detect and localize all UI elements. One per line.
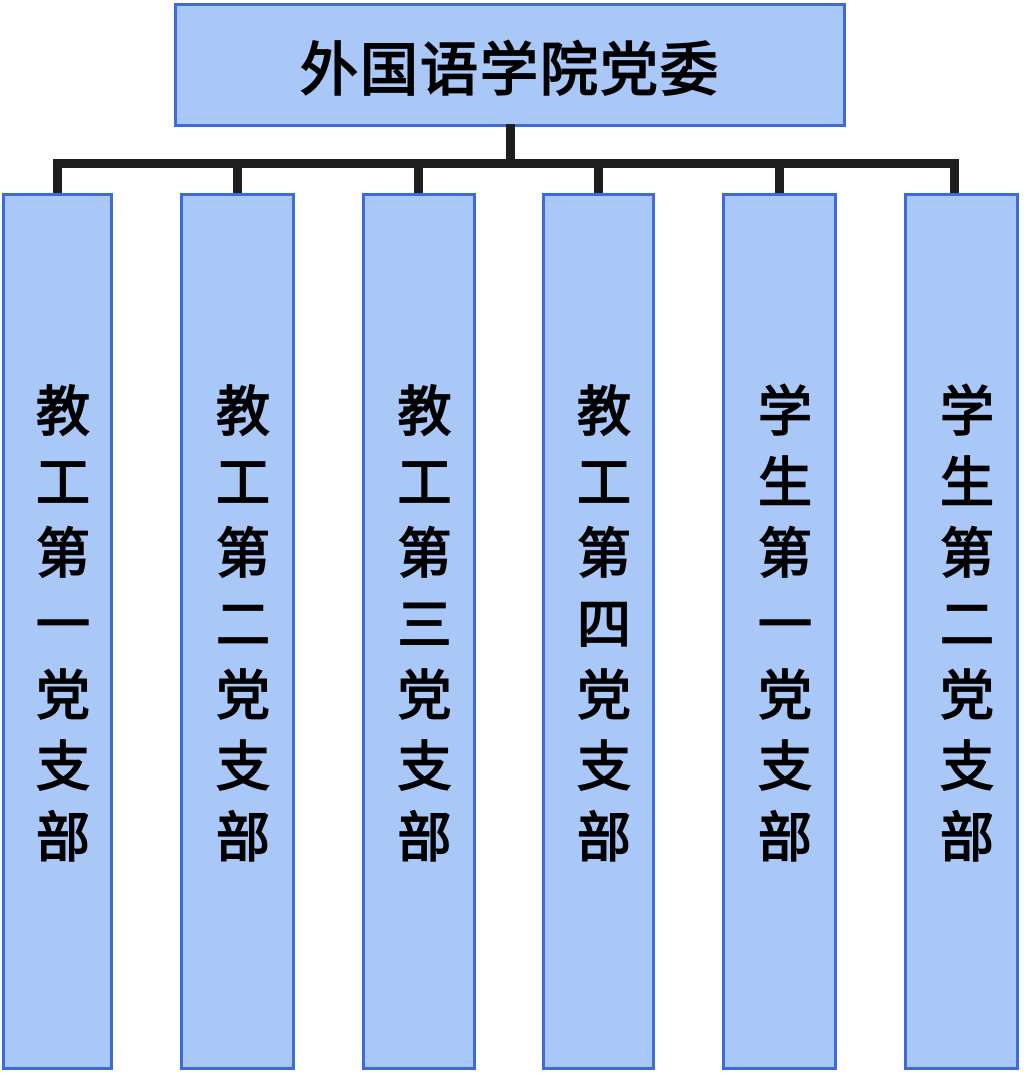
connector-drop-5	[775, 163, 784, 196]
branch-node-label: 教工第二党支部	[207, 383, 268, 880]
branch-node-faculty-1: 教工第一党支部	[2, 193, 113, 1070]
connector-drop-1	[53, 163, 62, 196]
branch-node-faculty-4: 教工第四党支部	[542, 193, 655, 1070]
connector-drop-2	[233, 163, 242, 196]
connector-drop-6	[950, 163, 959, 196]
branch-node-label: 教工第一党支部	[27, 383, 88, 880]
connector-drop-3	[414, 163, 423, 196]
branch-node-label: 学生第一党支部	[749, 383, 810, 880]
branch-node-student-2: 学生第二党支部	[904, 193, 1019, 1070]
branch-node-label: 教工第三党支部	[389, 383, 449, 880]
connector-horizontal-line	[53, 159, 959, 168]
branch-node-faculty-2: 教工第二党支部	[180, 193, 295, 1070]
root-node: 外国语学院党委	[174, 3, 846, 127]
branch-node-label: 教工第四党支部	[568, 383, 629, 880]
connector-stem	[506, 124, 515, 168]
root-node-label: 外国语学院党委	[299, 38, 720, 103]
branch-node-student-1: 学生第一党支部	[722, 193, 837, 1070]
connector-drop-4	[594, 163, 603, 196]
branch-node-faculty-3: 教工第三党支部	[362, 193, 476, 1070]
branch-node-label: 学生第二党支部	[931, 383, 992, 880]
